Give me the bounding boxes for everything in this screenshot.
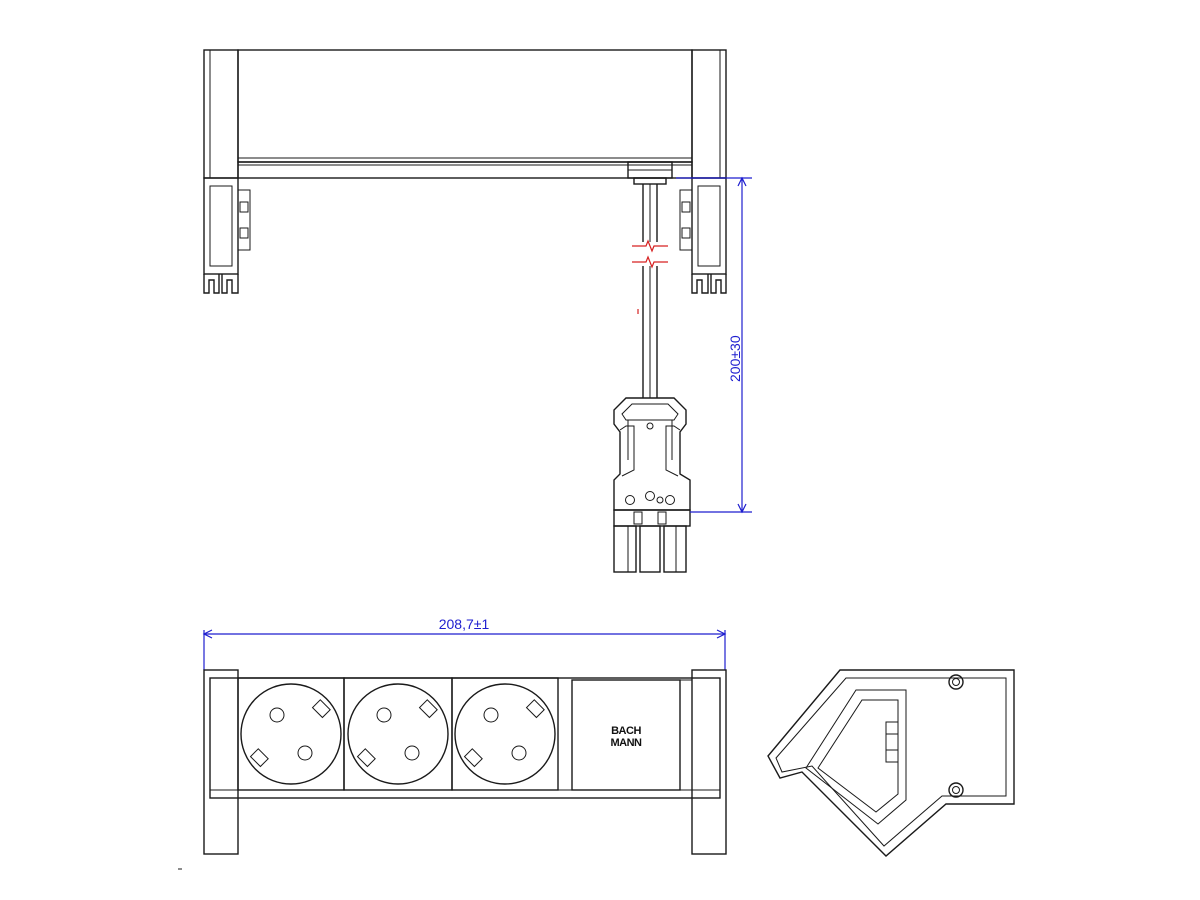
- logo-module: BACH MANN: [571, 679, 681, 791]
- side-profile-inner: [775, 677, 1007, 847]
- schuko-socket-2: [343, 677, 453, 791]
- dimension-label-width: 208,7±1: [439, 616, 490, 632]
- logo-text-line1: BACH: [611, 725, 641, 737]
- front-faceplate: [209, 677, 721, 799]
- schuko-socket-3: [451, 677, 559, 791]
- dimension-cable-length: 200±30: [676, 176, 752, 514]
- side-clip: [885, 721, 899, 763]
- side-view: [767, 669, 1015, 857]
- front-view: 208,7±1: [202, 616, 727, 855]
- front-left-endcap: [203, 669, 239, 855]
- top-view: 200±30: [203, 49, 752, 573]
- dimension-label-cable-length: 200±30: [727, 335, 743, 382]
- schuko-socket-1: [237, 677, 345, 791]
- top-view-housing: [237, 49, 693, 179]
- side-profile-outer: [767, 669, 1015, 857]
- side-screw-bottom: [948, 782, 964, 798]
- cable-break-mark: [632, 239, 668, 314]
- top-view-left-bracket: [203, 49, 251, 294]
- top-view-right-bracket: [679, 49, 727, 294]
- side-screw-top: [948, 674, 964, 690]
- dimension-width: 208,7±1: [202, 616, 727, 670]
- cable: [642, 184, 658, 398]
- cable-gland: [627, 161, 673, 185]
- connector-plug: [613, 397, 691, 573]
- side-profile-channel: [805, 689, 907, 825]
- logo-text-line2: MANN: [611, 737, 643, 749]
- front-right-endcap: [691, 669, 727, 855]
